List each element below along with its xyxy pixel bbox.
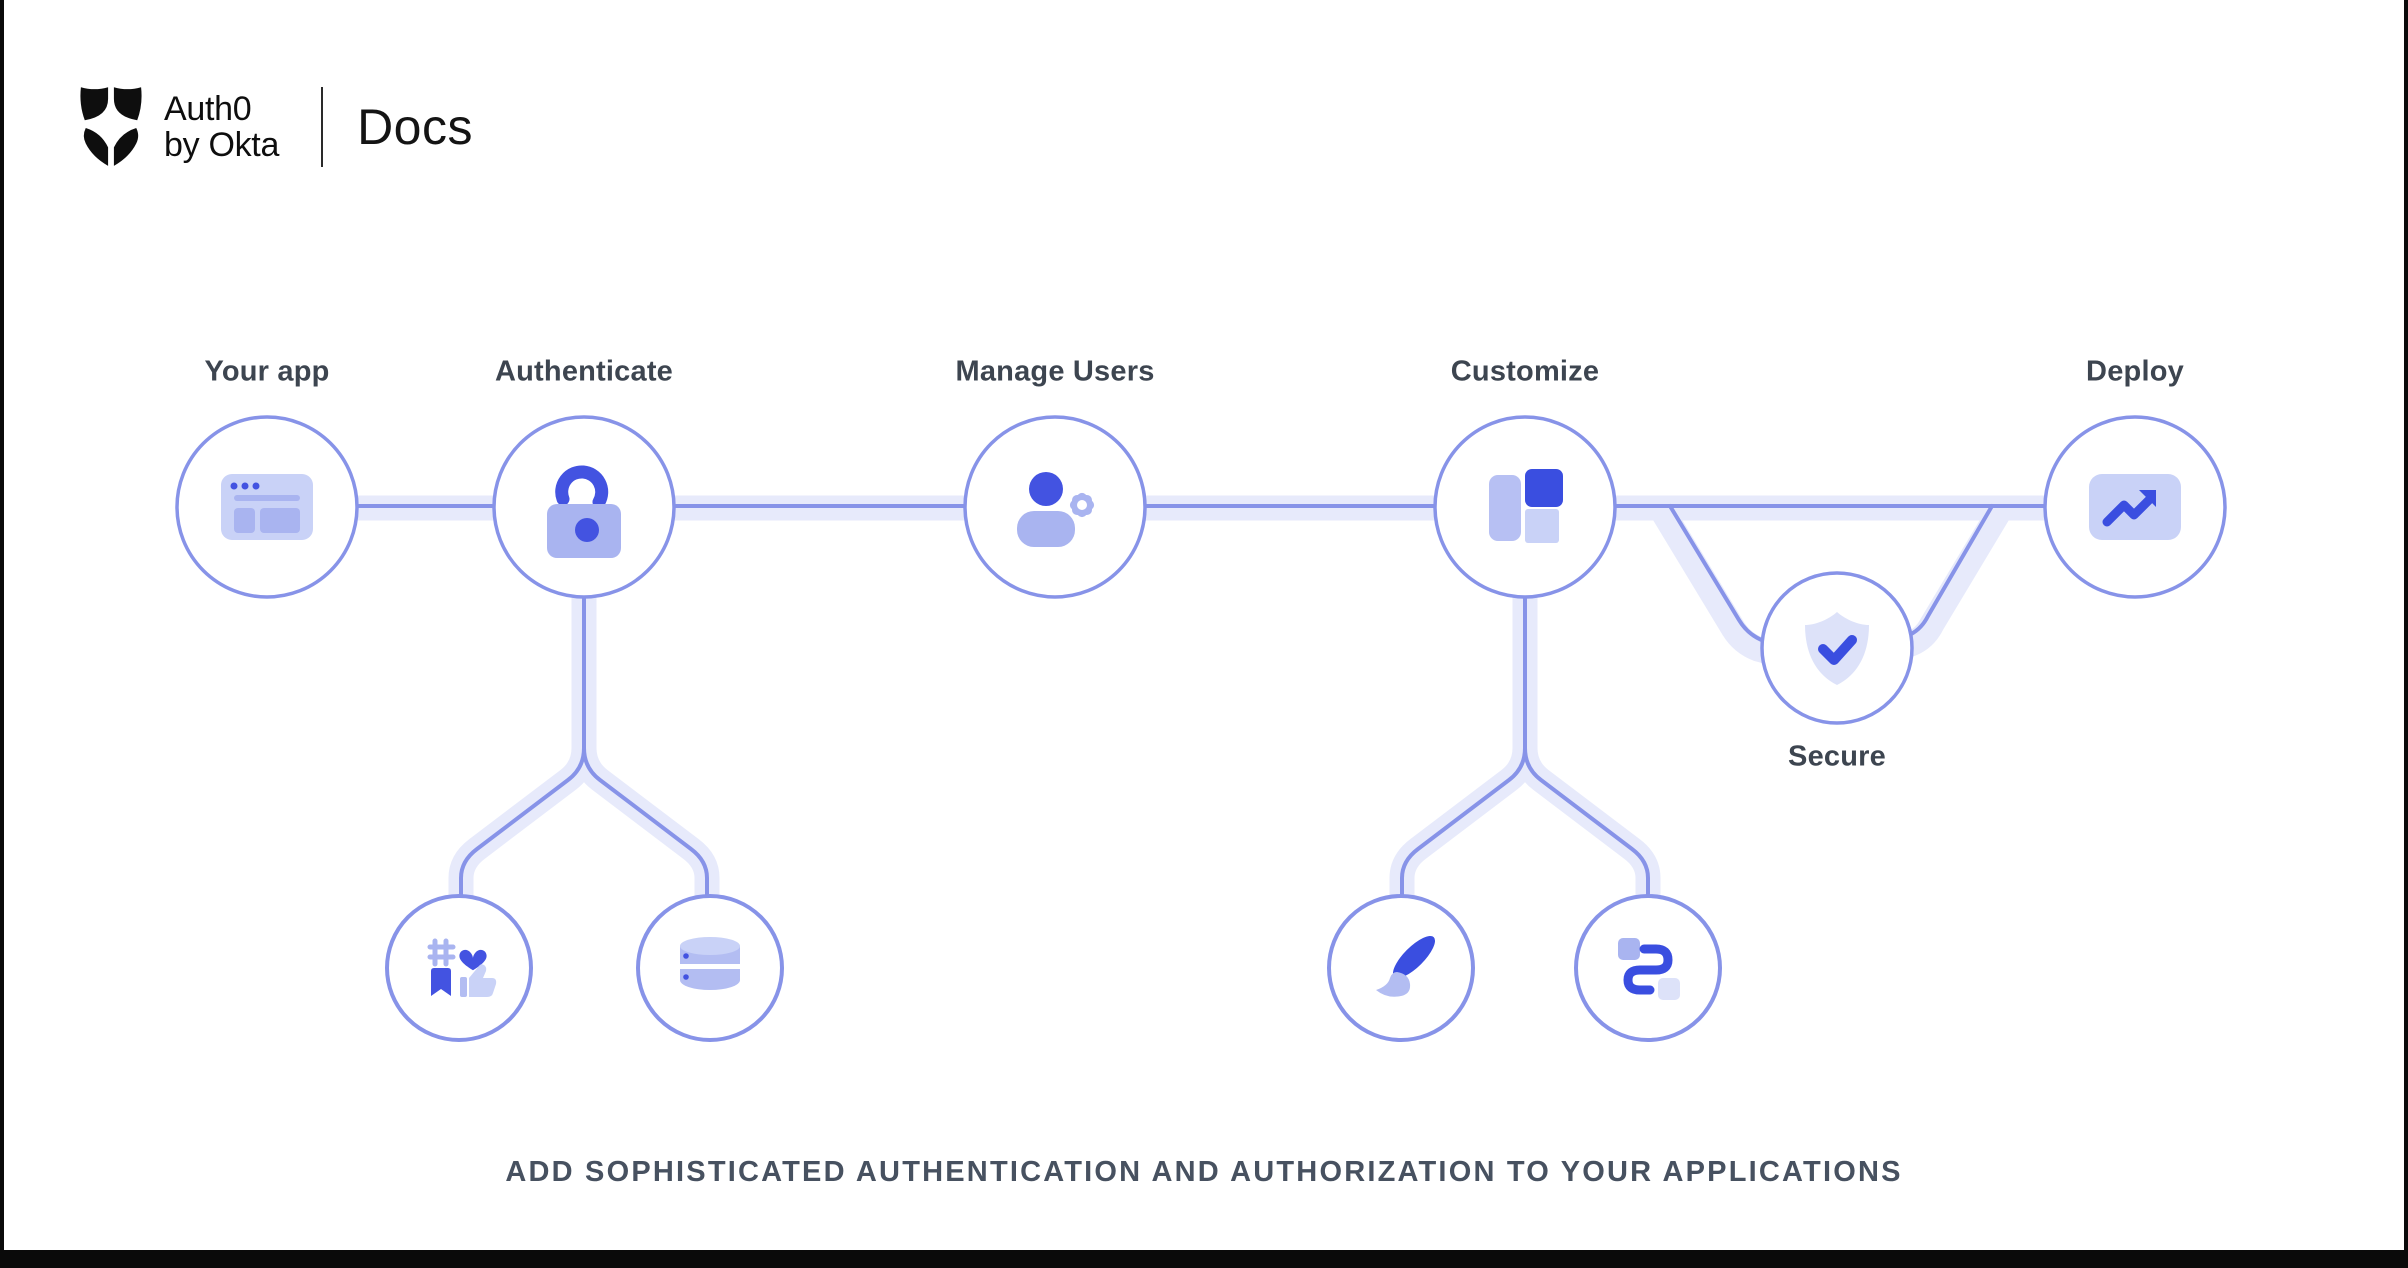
node-label-manage-users: Manage Users (955, 355, 1155, 388)
trend-up-arrow-icon (2089, 474, 2181, 540)
auth0-shield-logo-icon[interactable] (78, 86, 144, 168)
unlocked-padlock-icon (547, 465, 621, 558)
brand-line2: by Okta (164, 126, 280, 164)
layout-blocks-icon (1489, 469, 1563, 543)
sub-circle-social (385, 894, 533, 1042)
node-label-secure: Secure (1788, 740, 1886, 773)
screenshot-right-edge (2404, 0, 2408, 1268)
browser-window-icon (221, 474, 313, 540)
flow-route-icon (1618, 938, 1680, 1000)
docs-header: Auth0 by Okta Docs (78, 86, 473, 168)
gear-icon (1069, 492, 1095, 518)
user-gear-icon (1017, 472, 1095, 547)
node-label-deploy: Deploy (2086, 355, 2184, 388)
shield-check-icon (1805, 612, 1869, 685)
screenshot-bottom-edge (0, 1250, 2408, 1268)
node-circle-customize (1433, 415, 1617, 599)
node-label-customize: Customize (1450, 355, 1600, 388)
node-circle-manage-users (963, 415, 1147, 599)
headline: ADD SOPHISTICATED AUTHENTICATION AND AUT… (505, 1156, 1903, 1188)
node-label-authenticate: Authenticate (494, 355, 674, 388)
database-icon (679, 937, 741, 990)
social-engagement-icon (427, 938, 497, 997)
thumbs-up-icon (460, 964, 497, 997)
hashtag-icon (427, 938, 456, 967)
brand-wordmark[interactable]: Auth0 by Okta (164, 91, 279, 163)
paintbrush-icon (1376, 935, 1436, 997)
screenshot-left-edge (0, 0, 4, 1268)
node-label-your-app: Your app (204, 355, 330, 388)
header-divider (321, 87, 324, 167)
brand-line1: Auth0 (164, 89, 252, 128)
product-title[interactable]: Docs (357, 99, 473, 155)
bookmark-icon (431, 968, 451, 996)
